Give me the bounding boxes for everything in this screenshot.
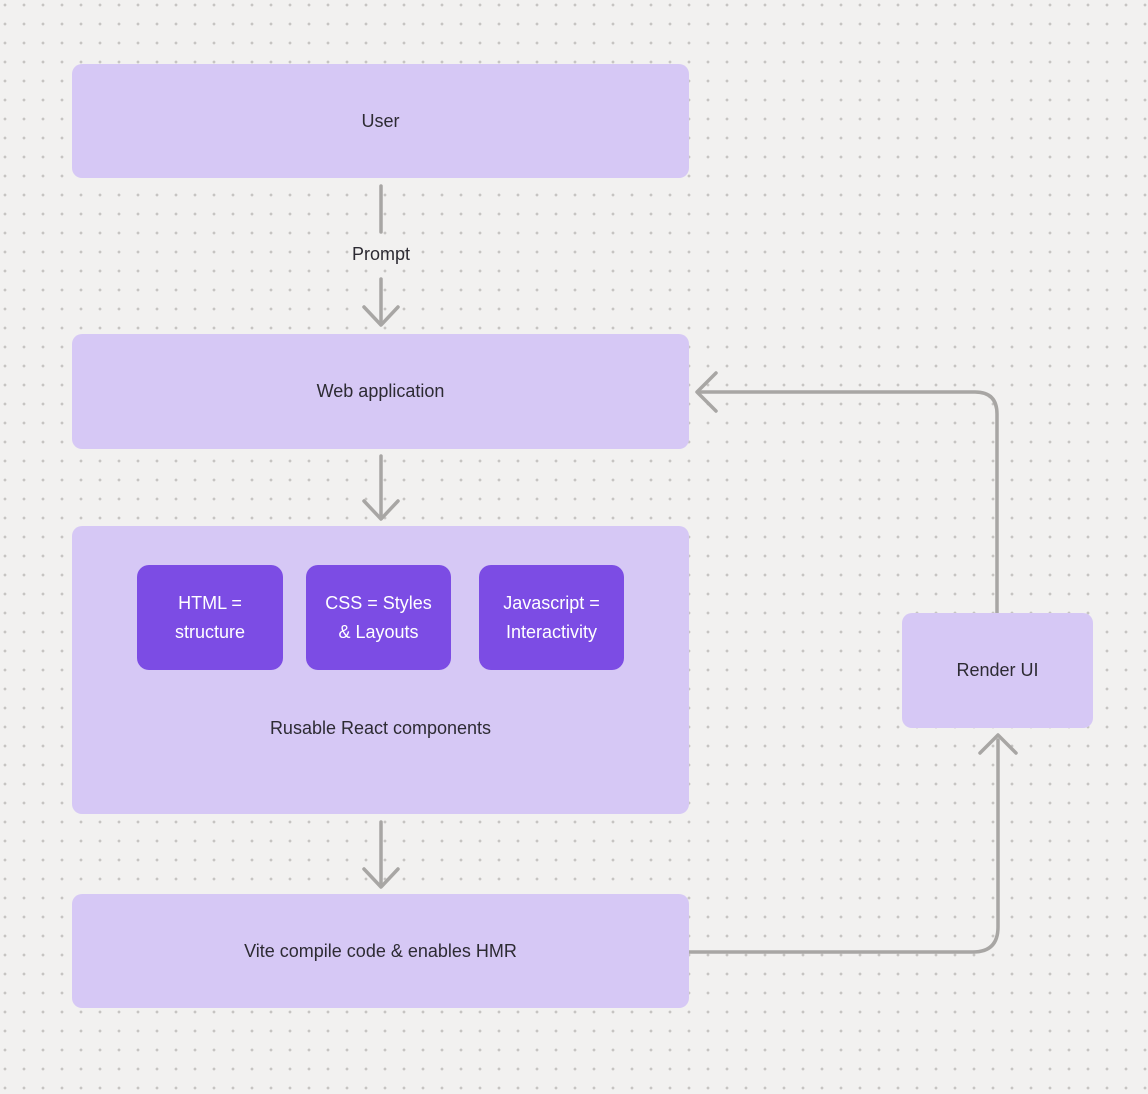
chip-javascript-line1: Javascript = — [503, 592, 600, 613]
arrowhead-down-icon — [362, 305, 400, 327]
edge-label-prompt: Prompt — [351, 244, 411, 264]
chip-javascript[interactable]: Javascript = Interactivity — [479, 565, 624, 670]
node-user[interactable]: User — [72, 64, 689, 178]
node-web-application-label: Web application — [316, 381, 445, 401]
connector-line — [687, 738, 1000, 954]
node-render-ui[interactable]: Render UI — [902, 613, 1093, 728]
connector-render-to-webapp — [695, 371, 999, 615]
node-render-ui-label: Render UI — [956, 660, 1039, 680]
chip-html-line2: structure — [174, 621, 246, 642]
components-caption: Rusable React components — [269, 718, 492, 738]
node-web-application[interactable]: Web application — [72, 334, 689, 449]
arrowhead-left-icon — [695, 371, 718, 413]
chip-html[interactable]: HTML = structure — [137, 565, 283, 670]
node-components-container[interactable]: HTML = structure CSS = Styles & Layouts … — [72, 526, 689, 814]
node-vite[interactable]: Vite compile code & enables HMR — [72, 894, 689, 1008]
connector-line — [699, 390, 999, 615]
arrowhead-down-icon — [362, 867, 400, 889]
chip-css[interactable]: CSS = Styles & Layouts — [306, 565, 451, 670]
chip-javascript-line2: Interactivity — [505, 621, 598, 642]
node-user-label: User — [361, 110, 400, 131]
connector-components-to-vite — [362, 820, 400, 889]
arrowhead-up-icon — [978, 733, 1018, 755]
chip-css-line2: & Layouts — [338, 621, 419, 642]
connector-vite-to-render — [687, 733, 1018, 954]
chip-html-line1: HTML = — [178, 592, 242, 613]
chip-css-line1: CSS = Styles — [325, 592, 432, 613]
node-vite-label: Vite compile code & enables HMR — [244, 940, 517, 961]
arrowhead-down-icon — [362, 499, 400, 521]
connector-webapp-to-components — [362, 454, 400, 521]
